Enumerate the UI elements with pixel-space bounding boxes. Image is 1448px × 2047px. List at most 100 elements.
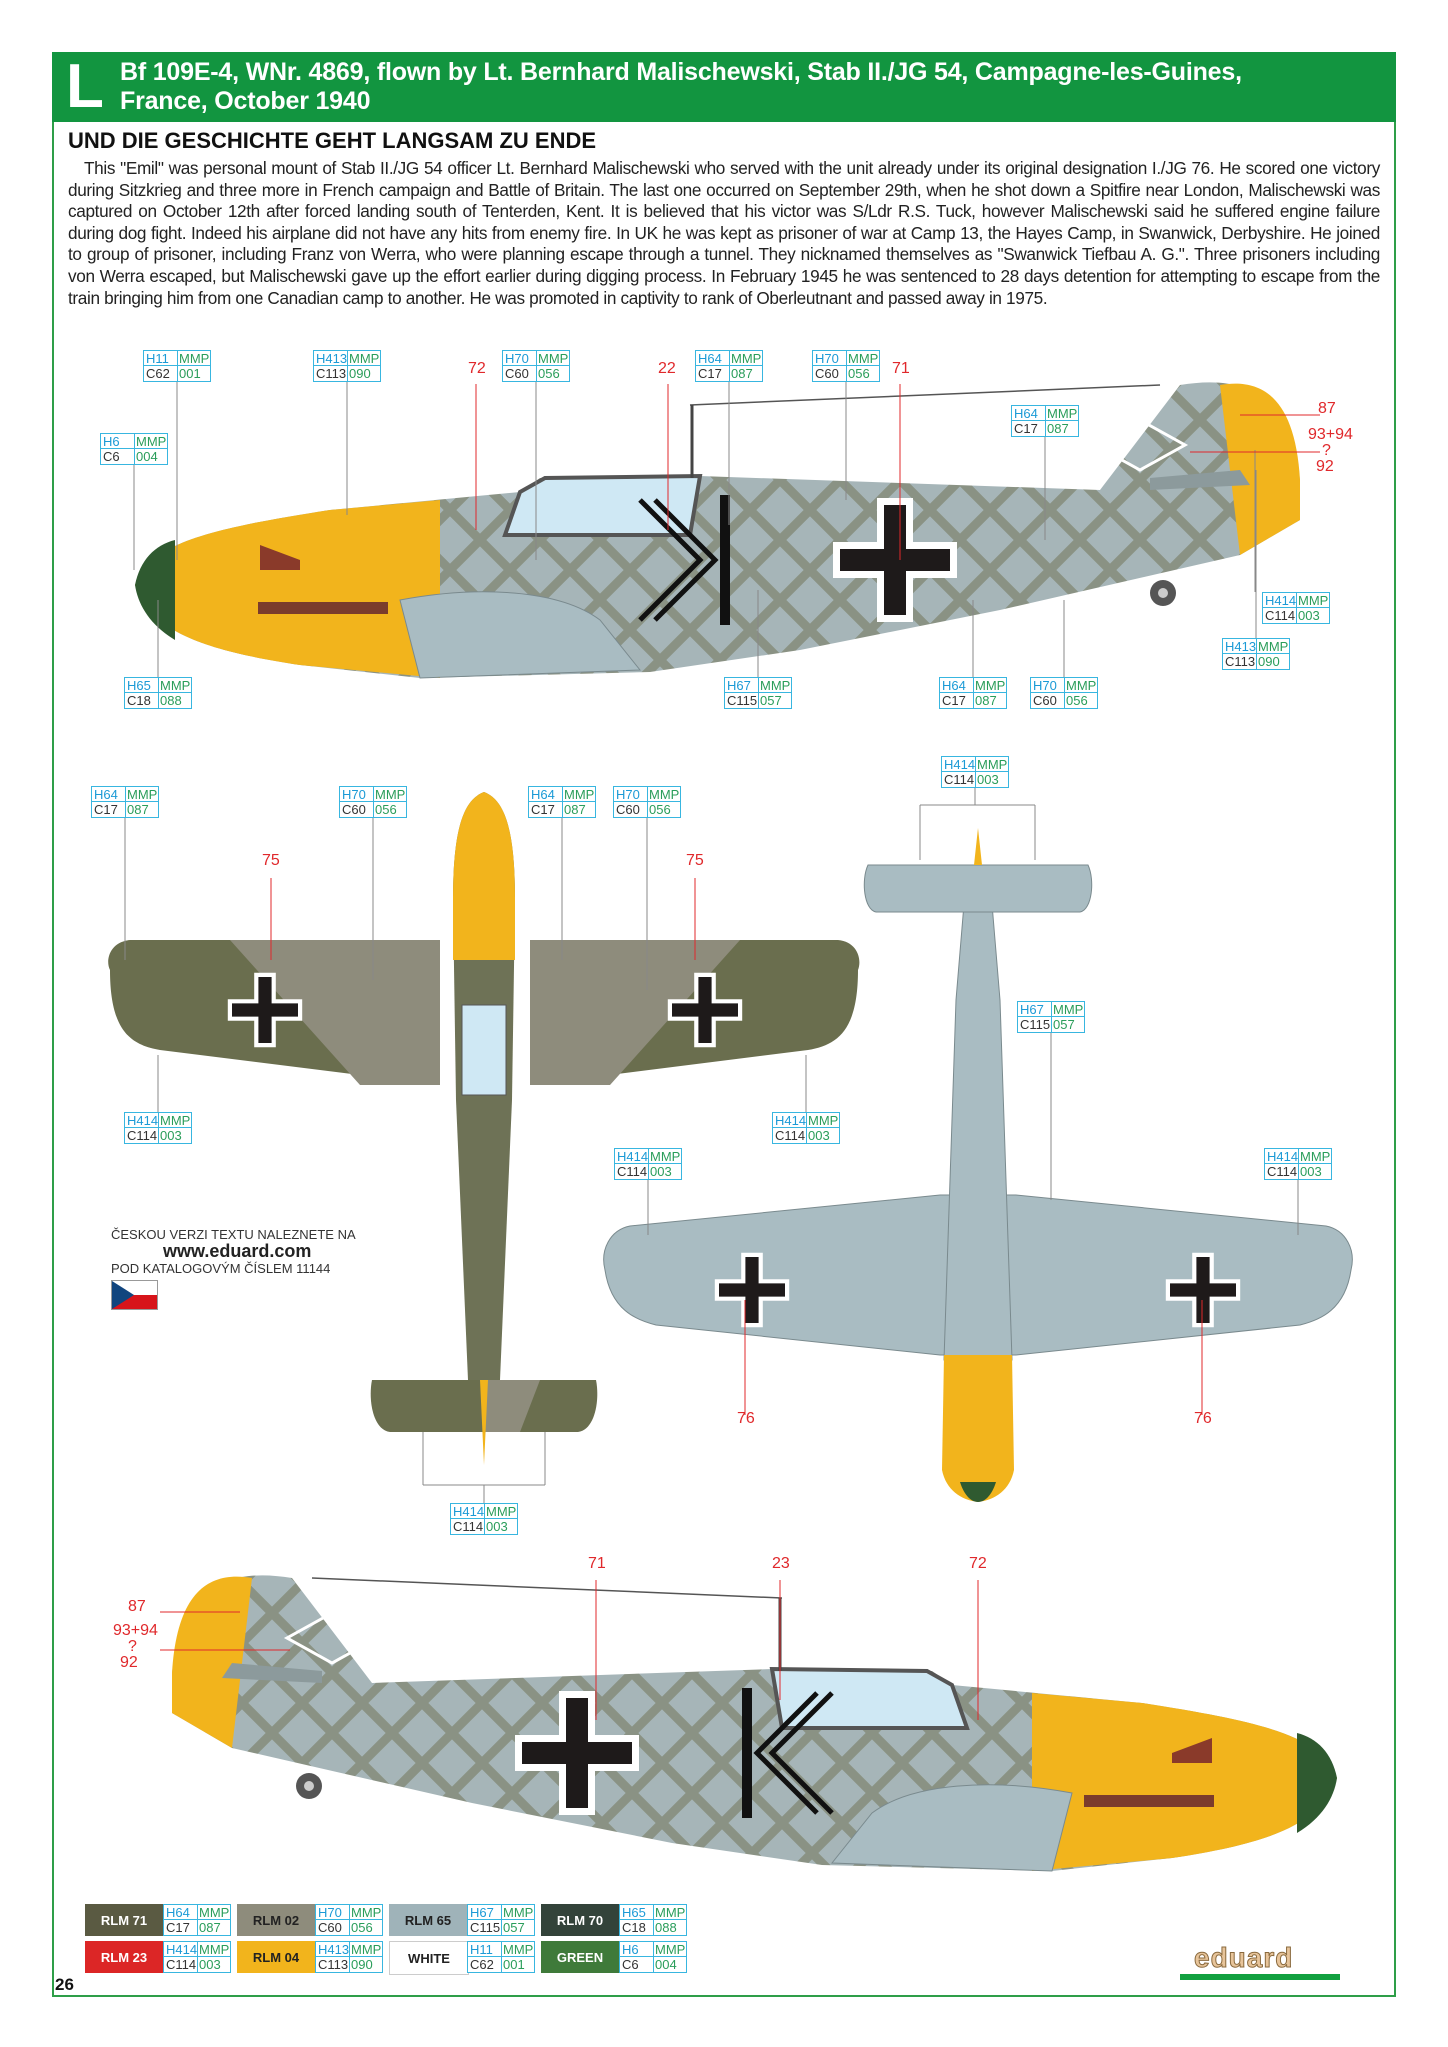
callout-mmp-code: 003 [977, 772, 999, 787]
callout-mmp-label: MMP [197, 1905, 231, 1920]
callout-hobby-code: H6 [101, 434, 135, 449]
callout-c-code: C62 [144, 366, 178, 381]
czech-note-line2: POD KATALOGOVÝM ČÍSLEM 11144 [111, 1261, 331, 1276]
callout-mmp-label: MMP [197, 1942, 231, 1957]
decal-number: ? [1322, 442, 1331, 459]
callout-mmp-label: MMP [1256, 639, 1290, 654]
callout-c-code: C60 [813, 366, 847, 381]
side-profile-left [135, 382, 1300, 678]
profile-letter: L [66, 52, 104, 121]
callout-mmp-code: 087 [731, 366, 753, 381]
callout-c-code: C114 [166, 1957, 198, 1972]
callout-mmp-code: 056 [848, 366, 870, 381]
callout-hobby-code: H67 [725, 678, 759, 693]
callout-mmp-label: MMP [501, 1942, 535, 1957]
callout-hobby-code: H70 [614, 787, 648, 802]
callout-mmp-label: MMP [653, 1905, 687, 1920]
callout-hobby-code: H67 [468, 1905, 502, 1920]
decal-number: 93+94 [1308, 426, 1353, 443]
decal-number: ? [128, 1638, 137, 1655]
callout-mmp-label: MMP [806, 1113, 840, 1128]
callout-mmp-label: MMP [758, 678, 792, 693]
callout-mmp-label: MMP [536, 351, 570, 366]
page-number: 26 [55, 1975, 74, 1994]
decal-number: 22 [658, 360, 676, 377]
callout-hobby-code: H413 [316, 1942, 350, 1957]
callout-hobby-code: H70 [503, 351, 537, 366]
decal-number: 93+94 [113, 1622, 158, 1639]
side-profile-right [172, 1575, 1337, 1871]
callout-c-code: C17 [164, 1920, 198, 1935]
decal-number: 87 [128, 1598, 146, 1615]
legend-swatch: RLM 02 [237, 1904, 315, 1936]
callout-mmp-label: MMP [729, 351, 763, 366]
callout-c-code: C115 [1020, 1017, 1052, 1032]
callout-hobby-code: H414 [451, 1504, 485, 1519]
callout-c-code: C114 [127, 1128, 159, 1143]
decal-number: 75 [686, 852, 704, 869]
callout-mmp-code: 003 [808, 1128, 830, 1143]
callout-c-code: C114 [1267, 1164, 1299, 1179]
decal-number: 75 [262, 852, 280, 869]
callout-hobby-code: H64 [92, 787, 126, 802]
callout-c-code: C113 [1225, 654, 1257, 669]
callout-c-code: C115 [470, 1920, 502, 1935]
decal-number: 76 [1194, 1410, 1212, 1427]
callout-hobby-code: H414 [1265, 1149, 1299, 1164]
callout-c-code: C113 [316, 366, 348, 381]
callout-mmp-code: 087 [975, 693, 997, 708]
callout-hobby-code: H11 [144, 351, 178, 366]
legend-swatch: RLM 70 [541, 1904, 619, 1936]
callout-mmp-label: MMP [1045, 406, 1079, 421]
plan-view-top [108, 792, 860, 1465]
decal-number: 92 [120, 1654, 138, 1671]
story-text: This "Emil" was personal mount of Stab I… [68, 158, 1380, 308]
callout-hobby-code: H413 [1223, 639, 1257, 654]
title-line-2: France, October 1940 [120, 87, 371, 115]
callout-mmp-label: MMP [501, 1905, 535, 1920]
callout-mmp-label: MMP [347, 351, 381, 366]
callout-mmp-code: 004 [655, 1957, 677, 1972]
callout-c-code: C18 [620, 1920, 654, 1935]
legend-swatch: WHITE [389, 1941, 469, 1975]
callout-hobby-code: H64 [940, 678, 974, 693]
callout-mmp-code: 001 [179, 366, 201, 381]
callout-mmp-label: MMP [1064, 678, 1098, 693]
callout-hobby-code: H414 [125, 1113, 159, 1128]
czech-note-line1: ČESKOU VERZI TEXTU NALEZNETE NA [111, 1227, 356, 1242]
callout-hobby-code: H414 [1263, 593, 1297, 608]
callout-mmp-code: 001 [503, 1957, 525, 1972]
callout-c-code: C6 [101, 449, 135, 464]
legend-swatch: RLM 04 [237, 1941, 315, 1973]
profile-title: Bf 109E-4, WNr. 4869, flown by Lt. Bernh… [120, 58, 1242, 116]
callout-c-code: C60 [1031, 693, 1065, 708]
decal-number: 72 [468, 360, 486, 377]
callout-mmp-code: 056 [538, 366, 560, 381]
callout-hobby-code: H6 [620, 1942, 654, 1957]
decal-number: 71 [892, 360, 910, 377]
eduard-url[interactable]: www.eduard.com [163, 1241, 312, 1261]
callout-mmp-code: 003 [1300, 1164, 1322, 1179]
legend-swatch: RLM 65 [389, 1904, 467, 1936]
decal-number: 92 [1316, 458, 1334, 475]
logo-text: eduard [1193, 1942, 1294, 1974]
